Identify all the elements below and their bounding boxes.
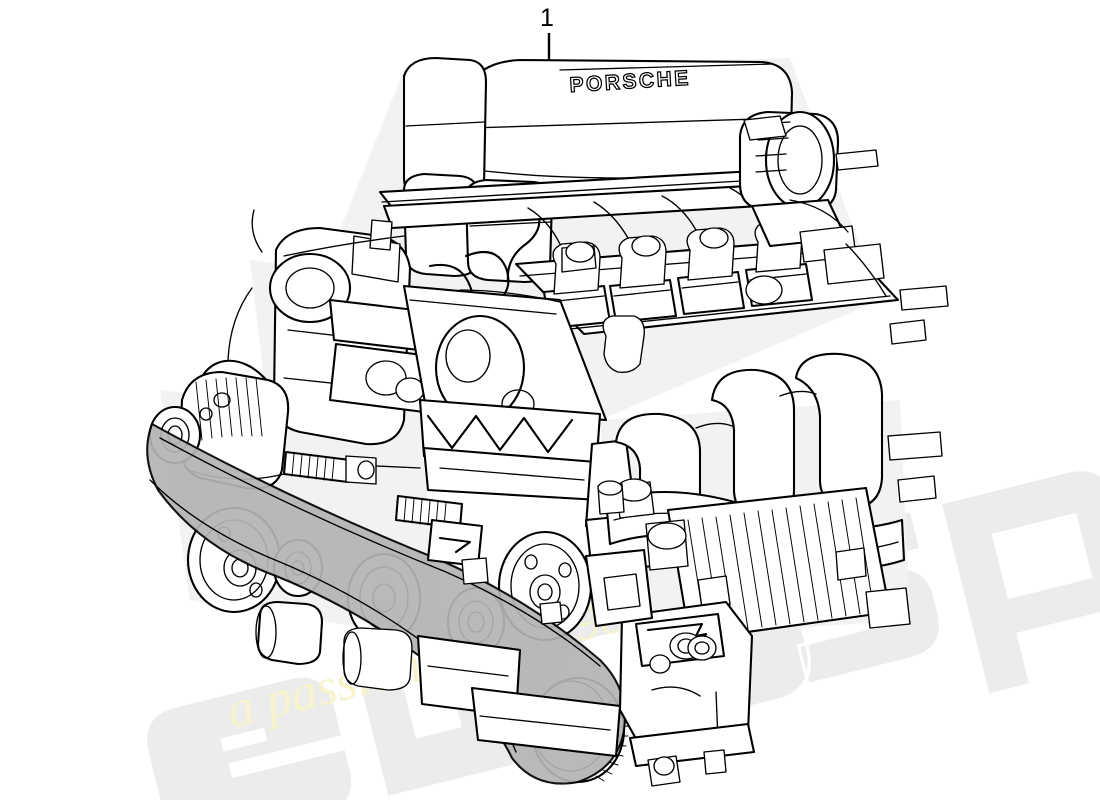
ac-compressor	[618, 600, 756, 787]
timing-cover	[268, 219, 438, 446]
callout-1-label: 1	[540, 4, 554, 32]
fasteners	[461, 480, 867, 625]
oil-pan	[470, 686, 622, 758]
left-tubes	[255, 450, 484, 666]
engine-assembly: PORSCHE	[146, 56, 949, 787]
cylinder-block-fins	[615, 478, 911, 642]
rear-contours	[227, 199, 887, 361]
throttle-body	[738, 110, 885, 305]
callout-1: 1	[540, 4, 554, 62]
